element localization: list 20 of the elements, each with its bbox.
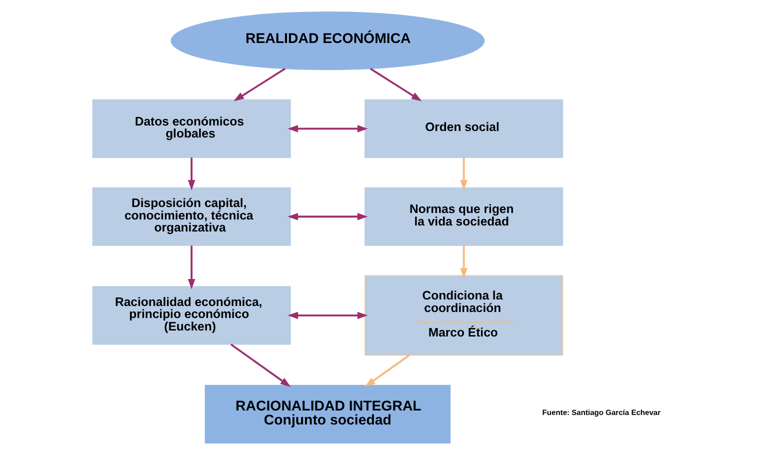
arrow [370, 68, 422, 102]
node-box: Normas que rigen la vida sociedad [364, 187, 564, 246]
node-box: Racionalidad económica, principio económico (Eucken) [92, 286, 291, 345]
arrow [460, 158, 468, 190]
arrow [288, 125, 368, 132]
arrow [288, 312, 368, 320]
node-box: Datos económicos globales [92, 99, 291, 158]
arrow [230, 344, 291, 387]
node-ellipse: REALIDAD ECONÓMICA [170, 11, 485, 70]
arrow [188, 158, 196, 190]
arrow [188, 246, 196, 290]
node-box: RACIONALIDAD INTEGRAL Conjunto sociedad [204, 384, 451, 444]
node-box: Disposición capital, conocimiento, técnica organizativa [92, 187, 291, 246]
node-box: Orden social [364, 99, 564, 158]
arrow [364, 354, 410, 387]
label: Fuente: Santiago García Echevar [542, 408, 661, 418]
arrow [460, 246, 468, 279]
arrow [234, 68, 286, 102]
node-box: Condiciona la coordinación Marco Ético [364, 275, 564, 356]
arrow [288, 212, 368, 220]
